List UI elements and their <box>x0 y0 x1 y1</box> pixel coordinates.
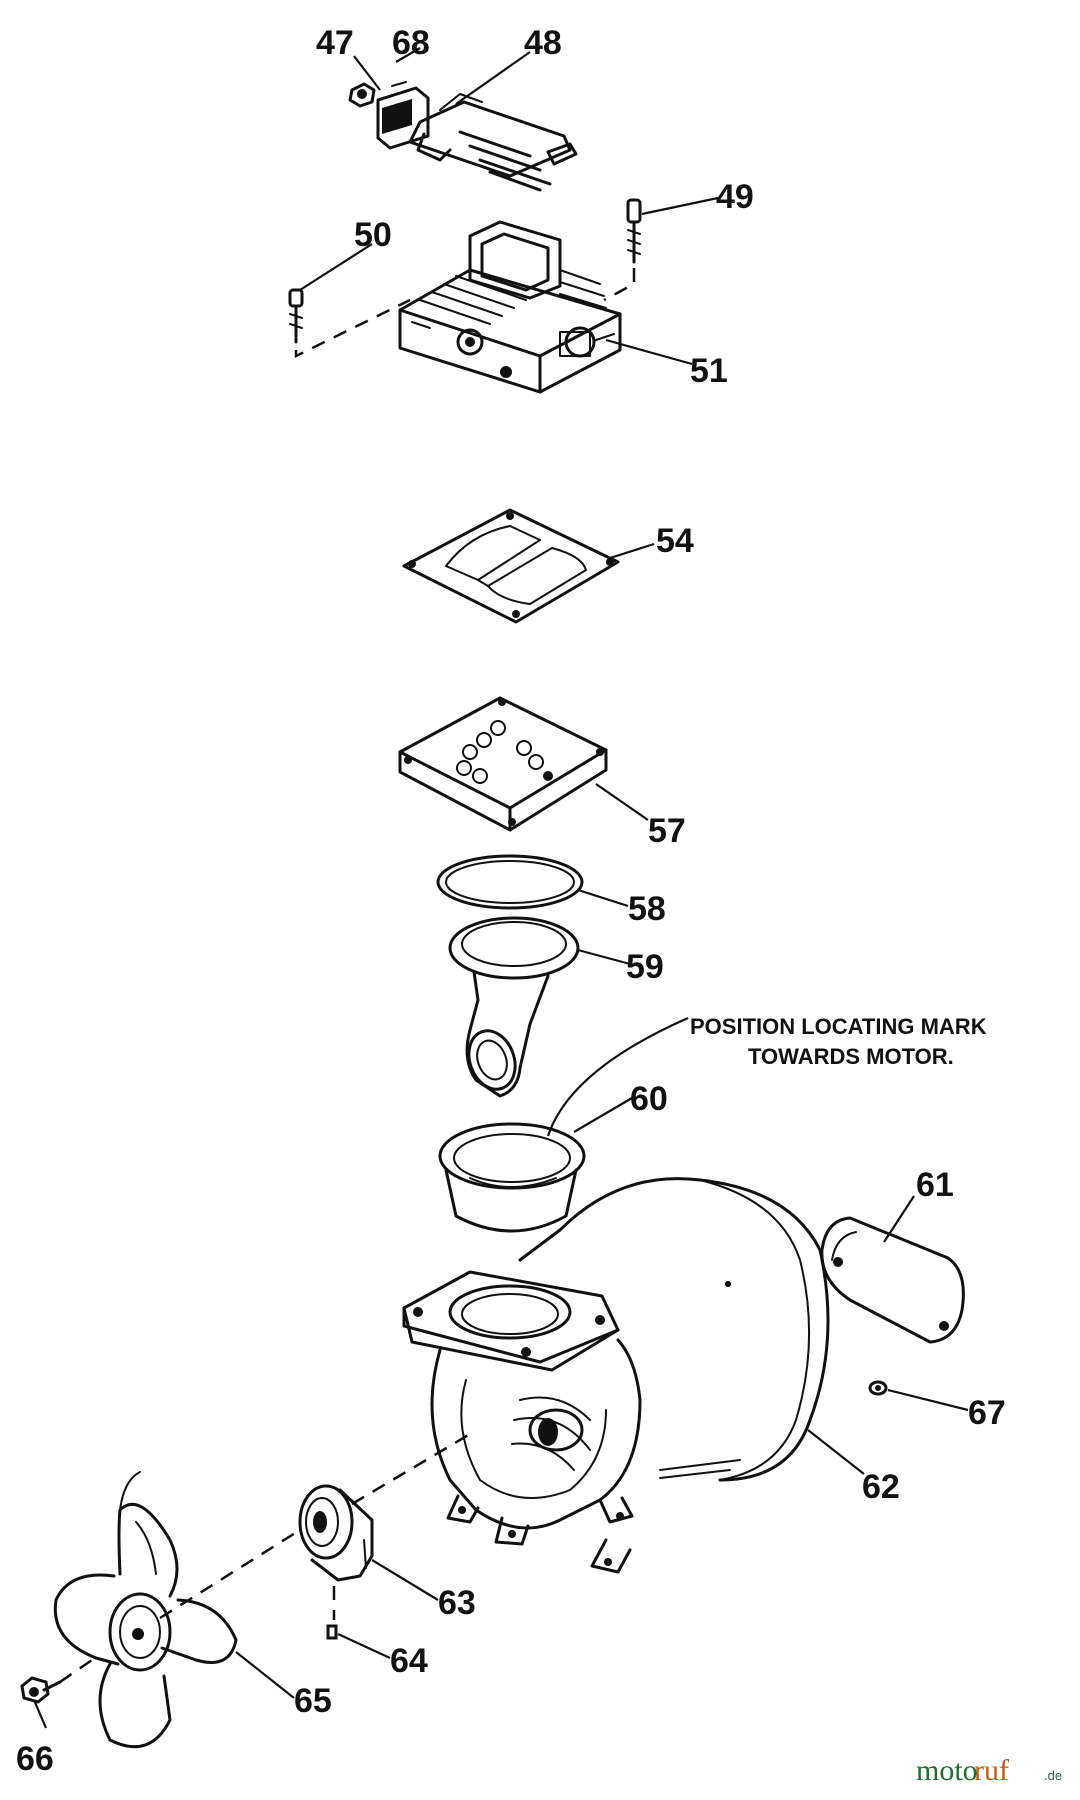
label-part-54: 54 <box>656 522 694 560</box>
part-58-ring <box>436 854 584 910</box>
part-65-fan <box>53 1471 238 1749</box>
label-part-63: 63 <box>438 1584 476 1622</box>
part-49-stud <box>626 198 642 264</box>
label-part-49: 49 <box>716 178 754 216</box>
watermark-part-2: ruf <box>974 1754 1009 1787</box>
part-47-screw <box>348 82 376 108</box>
label-part-51: 51 <box>690 352 728 390</box>
part-60-sleeve <box>438 1122 586 1233</box>
label-part-58: 58 <box>628 890 666 928</box>
part-63-bearing-housing <box>298 1484 374 1582</box>
watermark-suffix: .de <box>1044 1768 1062 1783</box>
label-part-67: 67 <box>968 1394 1006 1432</box>
part-48-valve-plate <box>408 93 578 192</box>
part-51-cylinder-head <box>398 220 622 394</box>
label-part-60: 60 <box>630 1080 668 1118</box>
watermark-part-1: moto <box>916 1754 978 1787</box>
part-59-piston-rod <box>448 916 580 1098</box>
part-61-cover-plate <box>820 1216 965 1344</box>
label-part-62: 62 <box>862 1468 900 1506</box>
part-68-valve <box>376 81 430 150</box>
part-66-bolt <box>20 1676 62 1704</box>
part-64-screw <box>326 1624 338 1640</box>
label-part-61: 61 <box>916 1166 954 1204</box>
part-57-valve-plate <box>398 696 608 832</box>
part-50-bolt <box>288 288 304 344</box>
watermark-logo: moto ruf .de <box>916 1754 1062 1787</box>
bolt-50-path <box>294 298 411 359</box>
bolt-66-axis <box>59 1658 93 1684</box>
label-part-48: 48 <box>524 24 562 62</box>
assembly-note-line-2: TOWARDS MOTOR. <box>748 1044 954 1069</box>
label-part-47: 47 <box>316 24 354 62</box>
label-part-59: 59 <box>626 948 664 986</box>
label-part-57: 57 <box>648 812 686 850</box>
part-62-motor-housing <box>402 1177 830 1574</box>
stud-49-path <box>603 268 636 302</box>
label-part-50: 50 <box>354 216 392 254</box>
part-67-screw <box>868 1380 888 1396</box>
label-part-64: 64 <box>390 1642 428 1680</box>
assembly-note-line-1: POSITION LOCATING MARK <box>690 1014 987 1039</box>
label-part-66: 66 <box>16 1740 54 1778</box>
shaft-axis-dashed-2 <box>351 1432 471 1506</box>
leader-lines <box>32 47 969 1729</box>
shaft-axis-dashed <box>159 1528 301 1620</box>
label-part-65: 65 <box>294 1682 332 1720</box>
part-54-gasket <box>402 508 620 624</box>
label-part-68: 68 <box>392 24 430 62</box>
